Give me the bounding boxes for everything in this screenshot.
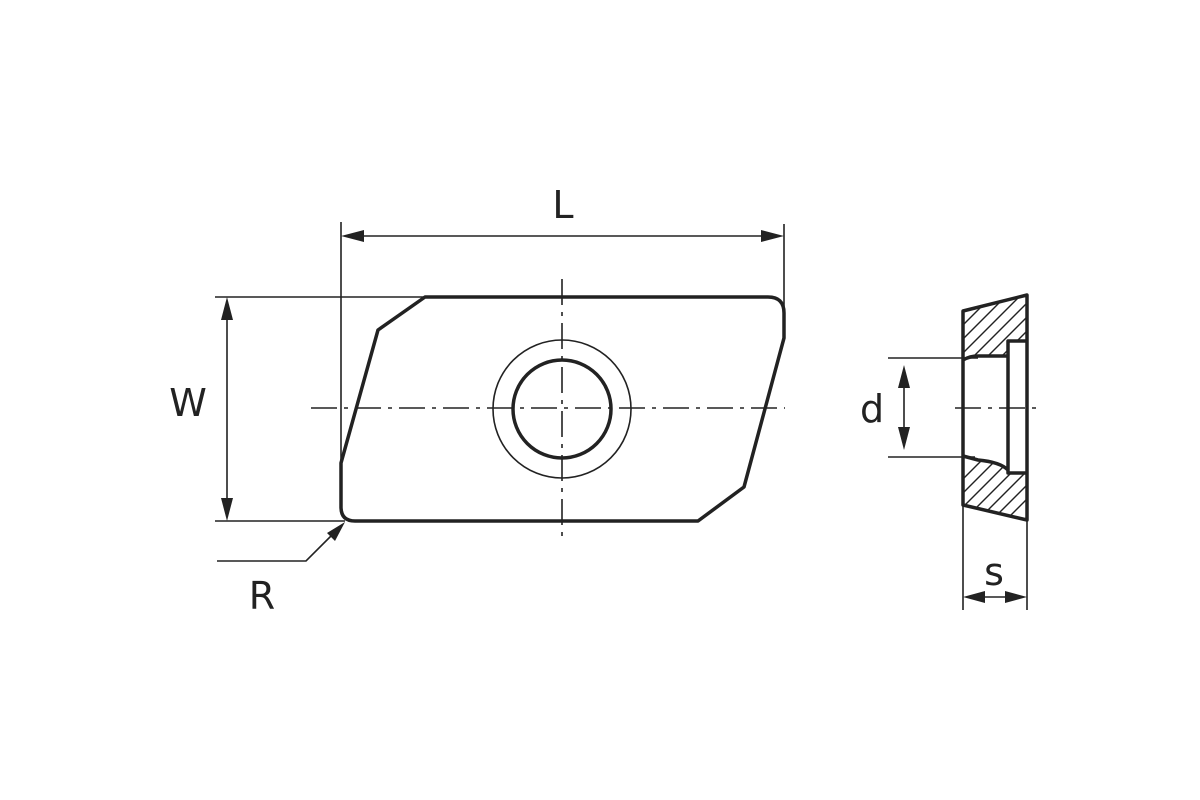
thickness-label: s (984, 550, 1004, 594)
thickness-dimension: s (962, 505, 1028, 610)
insert-section-view (955, 293, 1038, 522)
section-hatch-lower (963, 456, 1027, 520)
length-arrow-right (761, 230, 784, 242)
width-arrow-top (221, 297, 233, 320)
radius-leader-line (217, 527, 340, 562)
hole-diameter-dimension: d (860, 357, 978, 458)
width-dimension: W (169, 296, 425, 522)
d-arrow-top (898, 365, 910, 388)
radius-arrow (327, 522, 345, 541)
insert-front-view (311, 279, 786, 540)
radius-callout: R (217, 522, 345, 618)
radius-label: R (249, 574, 275, 618)
section-bore (962, 339, 1027, 475)
width-arrow-bottom (221, 498, 233, 521)
hole-diameter-label: d (860, 387, 884, 431)
length-dimension: L (340, 183, 785, 510)
width-label: W (169, 381, 207, 425)
s-arrow-right (1005, 591, 1027, 603)
length-label: L (552, 183, 573, 227)
d-arrow-bottom (898, 427, 910, 450)
s-arrow-left (963, 591, 985, 603)
length-arrow-left (341, 230, 364, 242)
